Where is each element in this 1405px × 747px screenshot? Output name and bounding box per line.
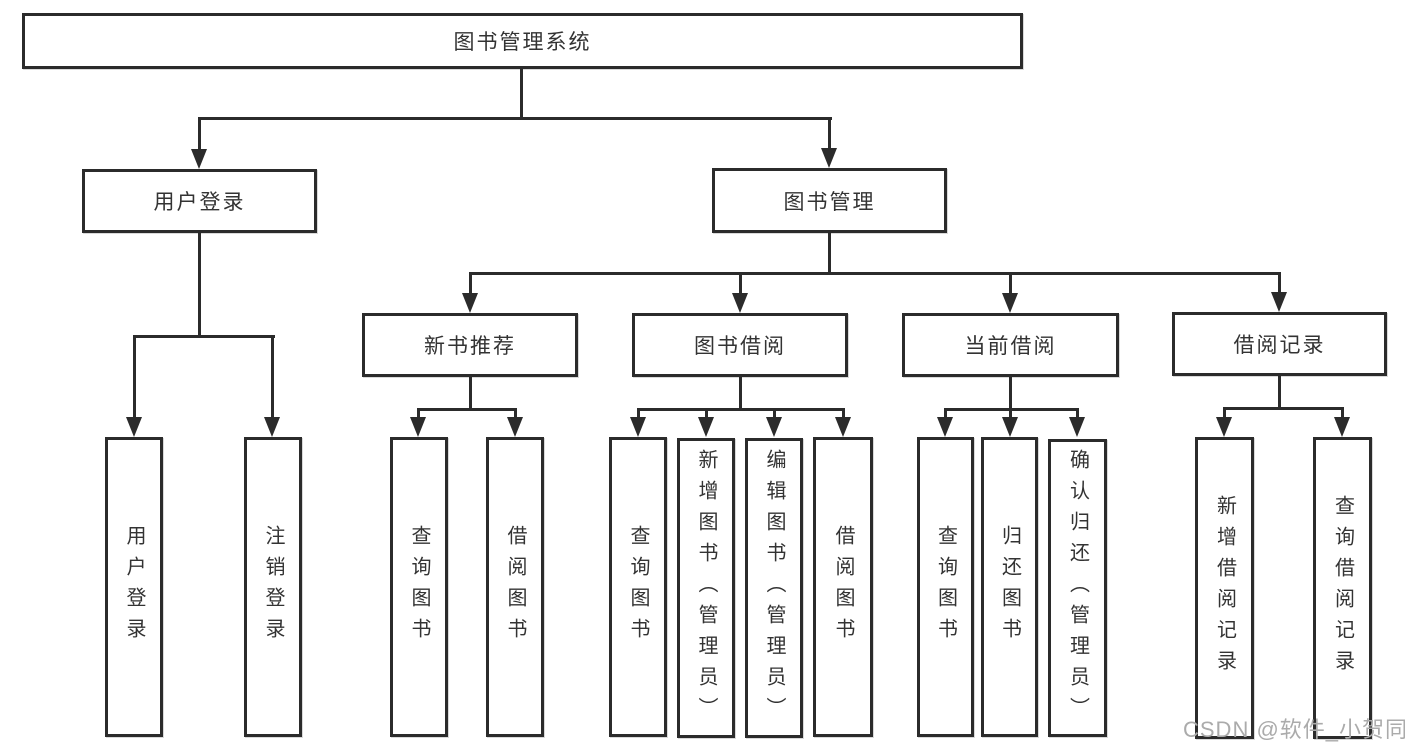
connector-line: [773, 408, 776, 420]
arrow-down-icon: [1002, 417, 1018, 437]
node-label: 当前借阅: [964, 335, 1057, 358]
connector-line: [739, 272, 742, 296]
node-current-borrow: 当前借阅: [902, 313, 1119, 377]
arrow-down-icon: [126, 417, 142, 437]
connector-line: [828, 232, 831, 273]
node-user-login: 用户登录: [82, 169, 317, 233]
connector-line: [637, 408, 845, 411]
node-book-management: 图书管理: [712, 168, 947, 233]
leaf-query-borrow-record: 查询借阅记录: [1313, 437, 1372, 739]
node-label: 归还图书: [998, 525, 1021, 649]
arrow-down-icon: [1271, 292, 1287, 312]
connector-line: [514, 408, 517, 420]
connector-line: [1076, 408, 1079, 420]
connector-line: [520, 68, 523, 118]
arrow-down-icon: [191, 149, 207, 169]
leaf-return-books: 归还图书: [981, 437, 1038, 737]
node-label: 注销登录: [262, 525, 284, 649]
connector-line: [705, 408, 708, 420]
arrow-down-icon: [835, 417, 851, 437]
node-label: 用户登录: [123, 525, 145, 649]
node-library-system-root: 图书管理系统: [22, 13, 1023, 69]
node-book-borrow: 图书借阅: [632, 313, 848, 377]
node-label: 用户登录: [153, 191, 246, 214]
node-label: 借阅图书: [832, 525, 854, 649]
leaf-borrow-books: 借阅图书: [486, 437, 544, 737]
connector-line: [1009, 376, 1012, 409]
arrow-down-icon: [410, 417, 426, 437]
connector-line: [828, 117, 831, 152]
node-label: 图书管理: [783, 190, 876, 214]
connector-line: [1223, 407, 1344, 410]
arrow-down-icon: [264, 417, 280, 437]
node-label: 查询图书: [934, 525, 957, 649]
connector-line: [1009, 272, 1012, 296]
node-new-book-recommend: 新书推荐: [362, 313, 578, 377]
connector-line: [133, 335, 275, 338]
connector-line: [1223, 407, 1226, 420]
arrow-down-icon: [766, 417, 782, 437]
arrow-down-icon: [1334, 417, 1350, 437]
connector-line: [417, 408, 517, 411]
node-label: 借阅记录: [1233, 334, 1326, 357]
connector-line: [1009, 408, 1012, 420]
connector-line: [469, 376, 472, 409]
arrow-down-icon: [732, 293, 748, 313]
node-label: 图书借阅: [694, 335, 786, 358]
connector-line: [469, 272, 1281, 275]
arrow-down-icon: [821, 148, 837, 168]
node-label: 借阅图书: [504, 525, 526, 649]
arrow-down-icon: [1216, 417, 1232, 437]
node-borrow-records: 借阅记录: [1172, 312, 1387, 376]
node-label: 编辑图书（管理员）: [763, 448, 785, 728]
leaf-add-borrow-record: 新增借阅记录: [1195, 437, 1254, 739]
arrow-down-icon: [937, 417, 953, 437]
node-label: 新增图书（管理员）: [695, 448, 717, 728]
connector-line: [198, 232, 201, 336]
connector-line: [198, 117, 832, 120]
leaf-query-books: 查询图书: [390, 437, 448, 737]
leaf-query-books: 查询图书: [609, 437, 667, 737]
arrow-down-icon: [698, 417, 714, 437]
connector-line: [944, 408, 947, 420]
leaf-logout: 注销登录: [244, 437, 302, 737]
node-label: 查询图书: [408, 525, 430, 649]
node-label: 查询借阅记录: [1331, 495, 1354, 681]
arrow-down-icon: [1002, 293, 1018, 313]
connector-line: [271, 335, 274, 420]
leaf-add-book-admin: 新增图书（管理员）: [677, 438, 735, 738]
node-label: 查询图书: [627, 525, 649, 649]
connector-line: [842, 408, 845, 420]
connector-line: [1278, 272, 1281, 296]
leaf-borrow-books: 借阅图书: [813, 437, 873, 737]
connector-line: [133, 335, 136, 420]
leaf-confirm-return-admin: 确认归还（管理员）: [1048, 439, 1107, 737]
leaf-query-books: 查询图书: [917, 437, 974, 737]
leaf-edit-book-admin: 编辑图书（管理员）: [745, 438, 803, 738]
node-label: 新增借阅记录: [1213, 495, 1236, 681]
arrow-down-icon: [462, 293, 478, 313]
arrow-down-icon: [507, 417, 523, 437]
node-label: 图书管理系统: [453, 31, 592, 54]
arrow-down-icon: [1069, 417, 1085, 437]
arrow-down-icon: [630, 417, 646, 437]
connector-line: [417, 408, 420, 420]
csdn-watermark: CSDN @软件_小贺同学: [1183, 717, 1405, 742]
connector-line: [198, 117, 201, 152]
leaf-user-login: 用户登录: [105, 437, 163, 737]
connector-line: [1341, 407, 1344, 420]
connector-line: [1278, 375, 1281, 408]
connector-line: [739, 376, 742, 409]
connector-line: [637, 408, 640, 420]
connector-line: [469, 272, 472, 296]
node-label: 确认归还（管理员）: [1066, 448, 1089, 728]
node-label: 新书推荐: [424, 335, 516, 358]
